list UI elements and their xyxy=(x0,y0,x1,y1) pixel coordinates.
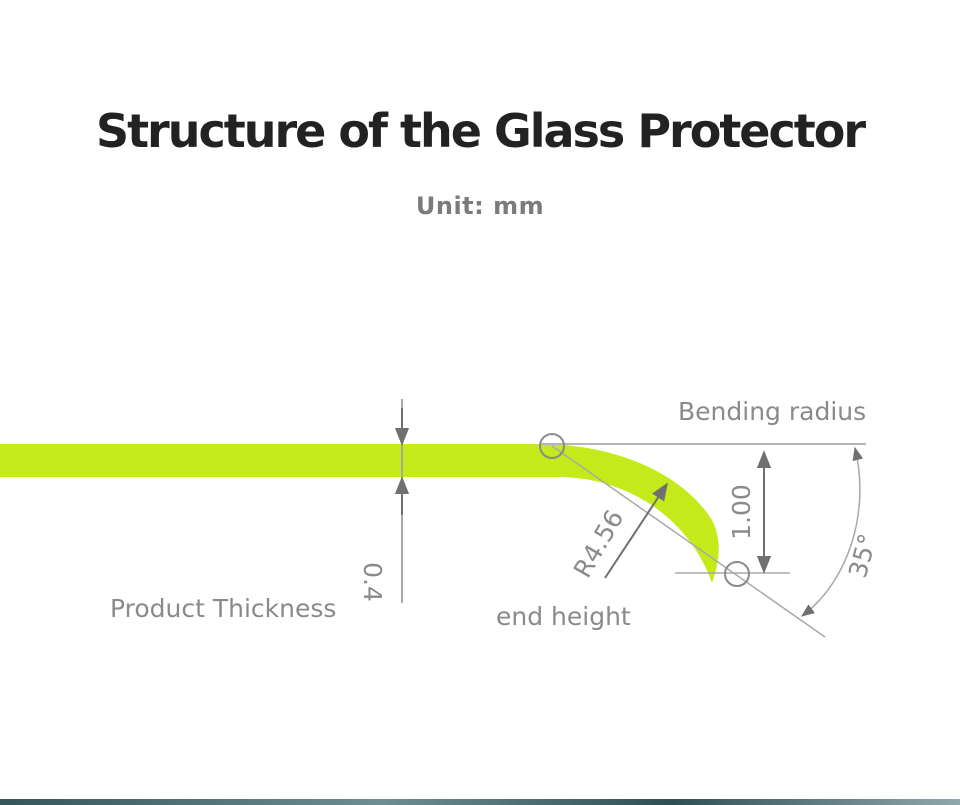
end-height-value: 1.00 xyxy=(727,484,756,540)
unit-label: Unit: mm xyxy=(415,192,545,220)
bend-start-circle xyxy=(539,433,565,459)
radius-value: R4.56 xyxy=(568,505,630,583)
inclined-reference-line xyxy=(551,445,826,638)
thickness-value: 0.4 xyxy=(358,562,387,602)
product-thickness-label: Product Thickness xyxy=(110,594,336,623)
glass-body xyxy=(0,444,719,583)
radius-leader-arrow xyxy=(604,482,668,579)
bending-radius-label: Bending radius xyxy=(678,397,866,426)
diagram-title: Structure of the Glass Protector xyxy=(95,104,866,158)
bend-end-circle xyxy=(724,561,750,587)
angle-value: 35° xyxy=(843,531,882,581)
bottom-strip xyxy=(0,799,960,805)
end-height-label: end height xyxy=(496,602,631,631)
angle-arc xyxy=(800,446,864,617)
